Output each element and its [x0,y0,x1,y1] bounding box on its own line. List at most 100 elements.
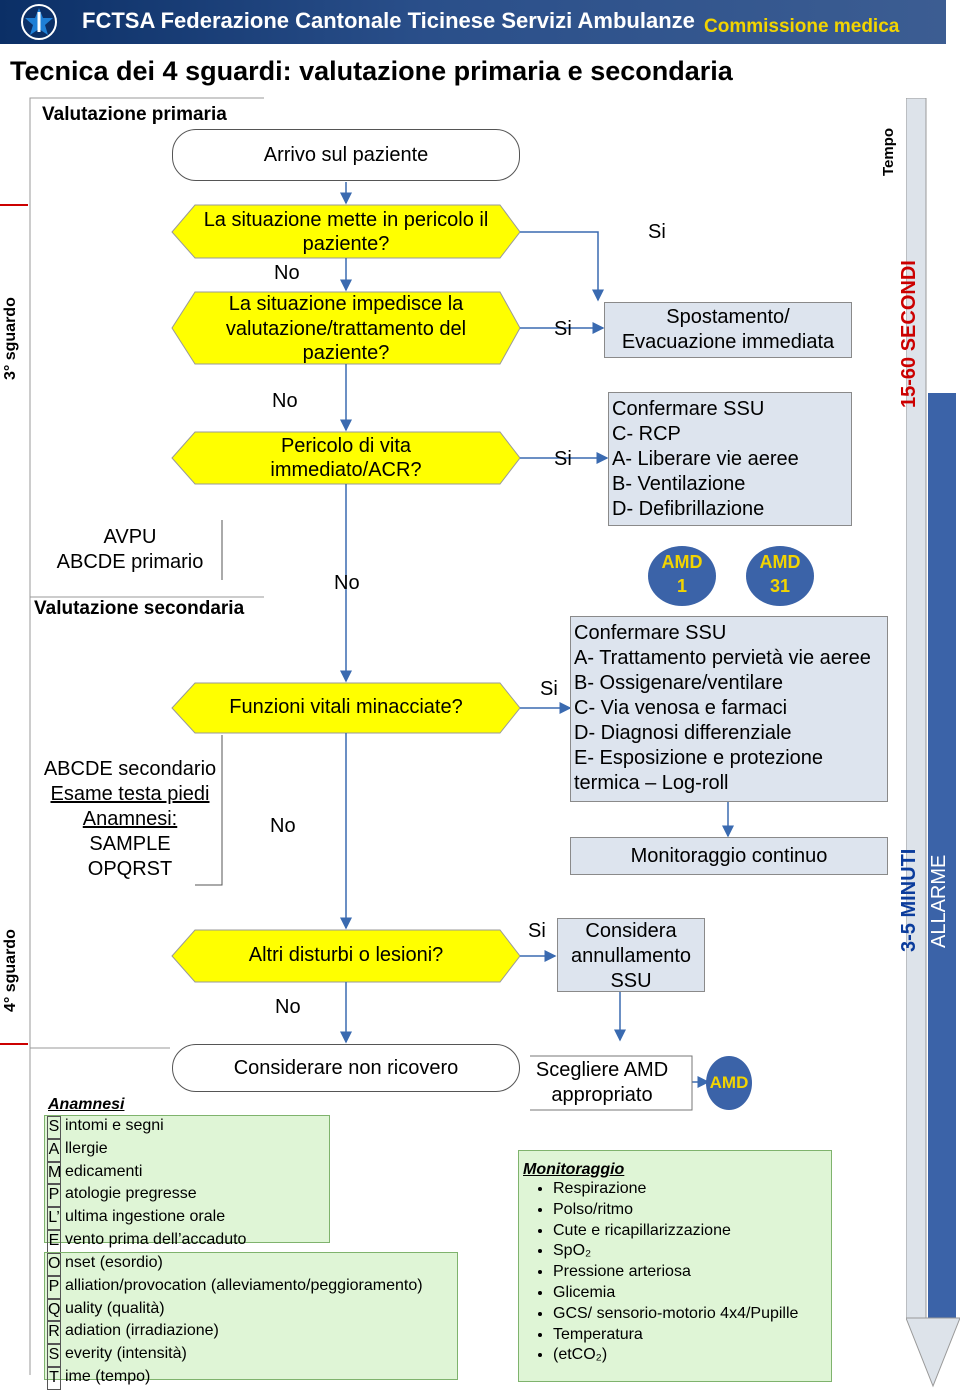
sample-legend-row: L’ultima ingestione orale [47,1207,329,1230]
si-label-1: Si [648,221,666,243]
opqrst-legend-row-text: everity (intensità) [65,1345,187,1363]
opqrst-legend-row-key: R [47,1321,61,1345]
sample-legend-row-key: A [47,1138,61,1162]
monitoraggio-box: Monitoraggio RespirazionePolso/ritmoCute… [518,1150,832,1382]
opqrst-legend-row-key: S [47,1344,61,1367]
sample-legend-row-key: S [47,1116,61,1139]
q3-text: Pericolo di vita immediato/ACR? [270,435,422,481]
monitoraggio-continuo-box: Monitoraggio continuo [570,837,888,875]
sample-legend-row-text: intomi e segni [65,1117,164,1134]
monitoraggio-item: Cute e ricapillarizzazione [553,1221,831,1242]
q3-hexagon [171,431,521,485]
no-label-1: No [274,262,300,284]
si-label-2: Si [554,318,572,340]
q4-text: Funzioni vitali minacciate? [229,696,463,718]
sample-legend-row-key: E [47,1229,61,1253]
header-org-title: FCTSA Federazione Cantonale Ticinese Ser… [82,8,695,33]
abcde-primary-label: ABCDE primario [56,551,204,573]
opqrst-legend-row-key: P [47,1275,61,1299]
si-label-5: Si [528,920,546,942]
header-section: Commissione medica [704,16,900,37]
fourth-glance-label: 4° sguardo [2,929,19,1012]
arrivo-oval: Arrivo sul paziente [172,129,520,181]
q4-hexagon [171,682,521,734]
sample-label: SAMPLE [89,833,171,855]
sample-legend-row-text: vento prima dell’accaduto [65,1230,247,1248]
primary-bracket [29,97,264,1375]
sample-legend-row-key: M [47,1161,61,1185]
sample-legend-row-key: L’ [47,1207,61,1230]
avpu-label: AVPU [103,526,157,548]
opqrst-legend-row-key: Q [47,1298,61,1322]
q2-text: La situazione impedisce la valutazione/t… [225,293,467,364]
amd-badge[interactable]: AMD [706,1056,752,1110]
secondary-evaluation-label: Valutazione secondaria [34,598,245,619]
secondary-bracket [195,735,223,886]
opqrst-legend-row-key: O [47,1253,61,1276]
spostamento-box: Spostamento/ Evacuazione immediata [604,302,852,358]
sample-legend-row-text: ultima ingestione orale [65,1208,226,1226]
tempo-arrow-icon [906,98,960,1388]
monitoraggio-item: SpO₂ [553,1241,831,1262]
monitoraggio-item: GCS/ sensorio-motorio 4x4/Pupille [553,1304,831,1325]
esame-testa-piedi-link[interactable]: Esame testa piedi [50,783,210,805]
allarme-label: ALLARME [928,854,950,948]
monitoraggio-item: Temperatura [553,1325,831,1346]
anamnesi-legend-title: Anamnesi [48,1096,125,1113]
confermare-ssu-box-2: Confermare SSU A- Trattamento pervietà v… [570,616,888,802]
sample-legend-row-text: atologie pregresse [65,1185,197,1203]
header-bar [0,0,946,44]
monitoraggio-item: (etCO₂) [553,1345,831,1366]
ambulance-star-logo-icon [21,4,57,40]
monitoraggio-item: Respirazione [553,1179,831,1200]
non-ricovero-oval: Considerare non ricovero [172,1044,520,1092]
opqrst-legend-row-text: nset (esordio) [65,1254,163,1271]
no-label-2: No [272,390,298,412]
sample-legend-row-text: llergie [65,1139,108,1157]
sample-legend-row-text: edicamenti [65,1162,143,1180]
no-label-3: No [334,572,360,594]
opqrst-legend-row-text: alliation/provocation (alleviamento/pegg… [65,1276,423,1294]
monitoraggio-list: RespirazionePolso/ritmoCute e ricapillar… [523,1179,831,1366]
opqrst-legend-row-text: adiation (irradiazione) [65,1322,219,1340]
page-title: Tecnica dei 4 sguardi: valutazione prima… [10,56,733,86]
monitoraggio-title: Monitoraggio [523,1161,625,1178]
opqrst-legend-row-text: uality (qualità) [65,1299,165,1317]
monitoraggio-item: Polso/ritmo [553,1200,831,1221]
no-label-4: No [270,815,296,837]
primary-evaluation-label: Valutazione primaria [42,104,227,125]
si-label-3: Si [554,448,572,470]
q1-text: La situazione mette in pericolo il pazie… [203,209,489,255]
time-3-5-minutes: 3-5 MINUTI [898,848,920,952]
q5-hexagon [171,929,521,983]
anamnesi-link[interactable]: Anamnesi: [82,808,178,830]
monitoraggio-item: Glicemia [553,1283,831,1304]
confermare-ssu-box-1: Confermare SSU C- RCP A- Liberare vie ae… [608,392,852,526]
q1-hexagon [171,204,521,259]
no-label-5: No [275,996,301,1018]
tempo-label: Tempo [880,127,897,176]
opqrst-label: OPQRST [87,858,173,880]
opqrst-legend-row-key: T [47,1366,61,1390]
q2-hexagon [171,291,521,365]
third-glance-label: 3° sguardo [2,297,19,380]
si-label-4: Si [540,678,558,700]
abcde-secondary-label: ABCDE secondario [43,758,217,780]
opqrst-legend-row-text: ime (tempo) [65,1367,151,1385]
